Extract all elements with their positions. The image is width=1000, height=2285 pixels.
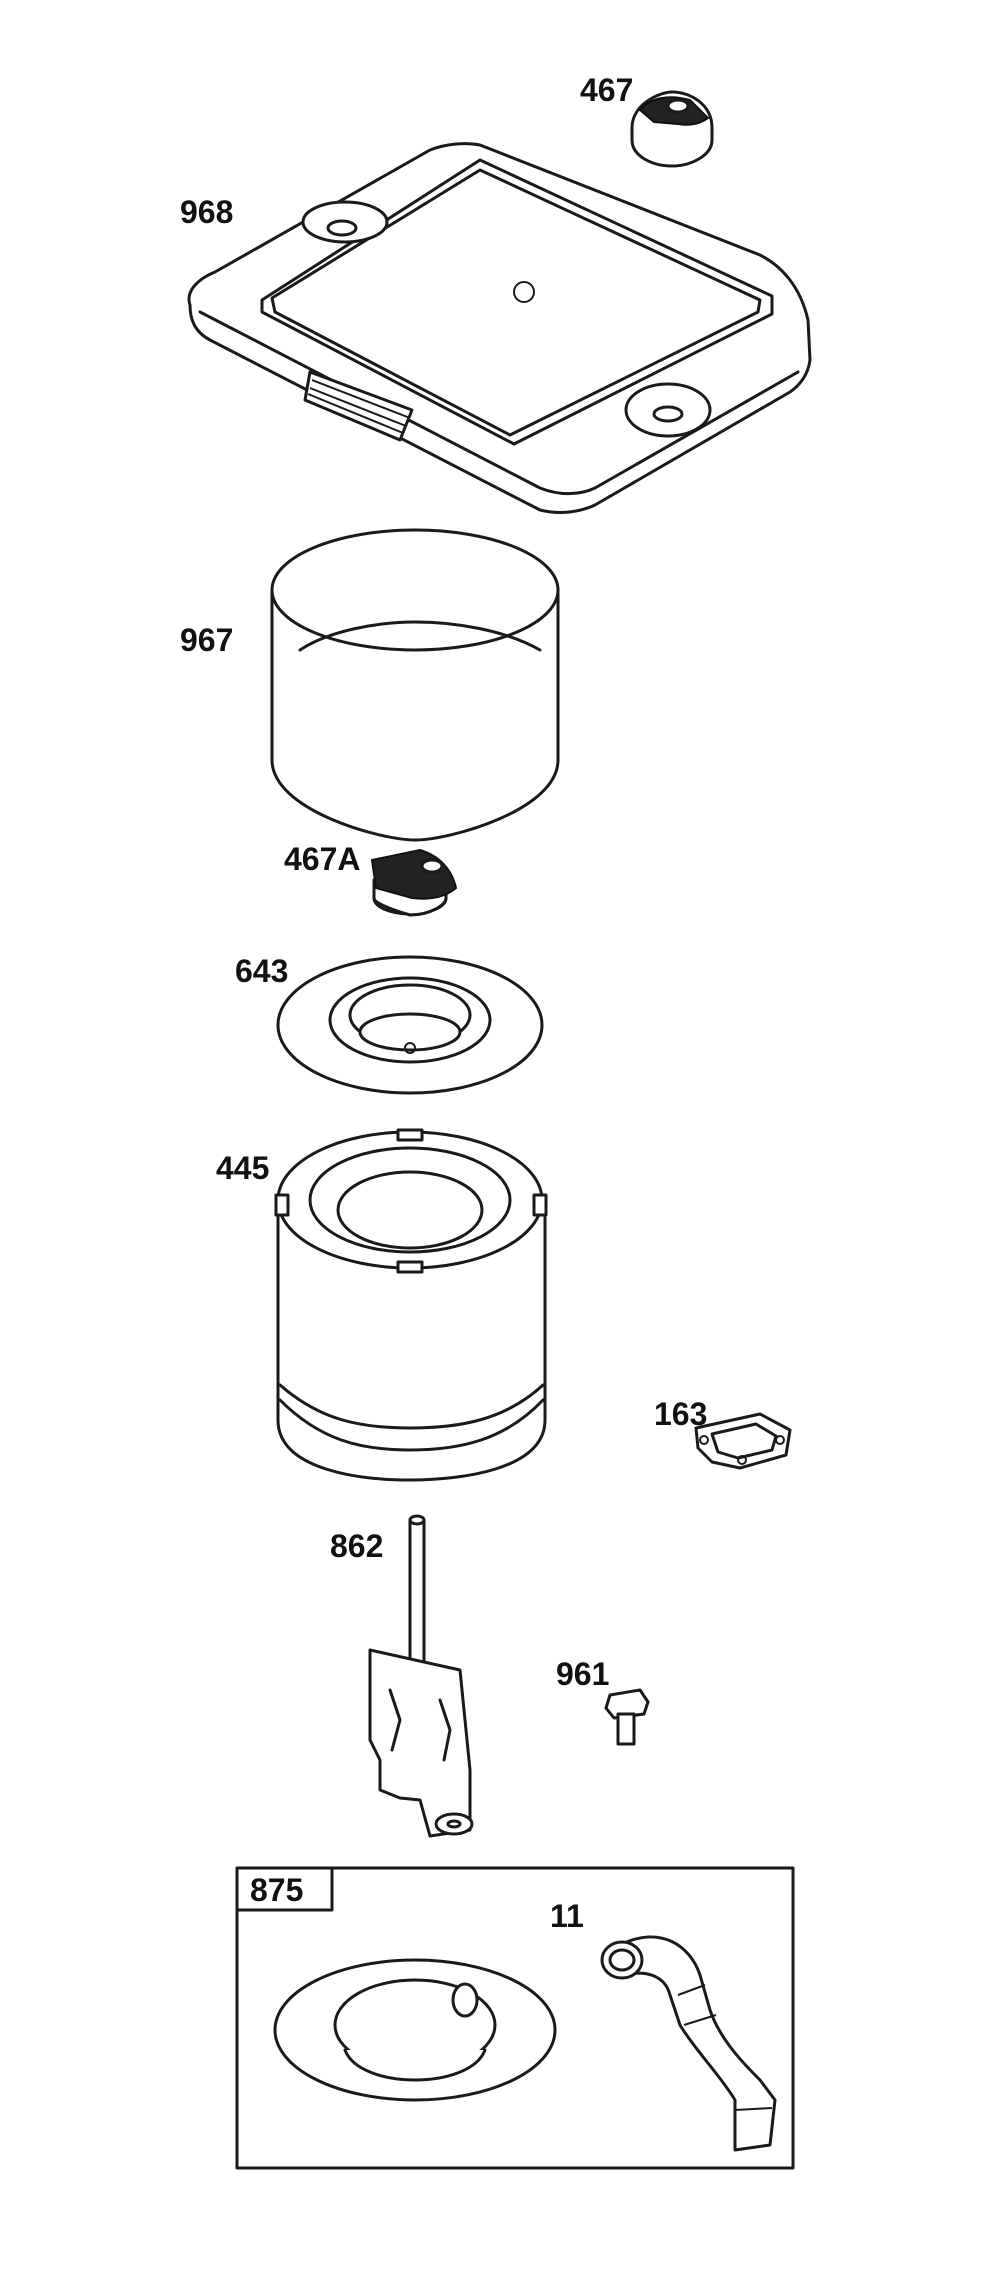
part-967-precleaner [270, 528, 560, 842]
part-445-filter [274, 1128, 548, 1482]
part-862-bracket [368, 1514, 474, 1838]
callout-467: 467 [580, 72, 634, 108]
callout-968: 968 [180, 194, 234, 230]
part-467A-wingnut [370, 848, 458, 917]
callout-445: 445 [216, 1150, 270, 1186]
part-875-adapter [273, 1958, 557, 2102]
part-968-cover [187, 142, 812, 514]
callout-643: 643 [235, 953, 289, 989]
callout-467A: 467A [284, 841, 361, 877]
callout-961: 961 [556, 1656, 610, 1692]
callout-163: 163 [654, 1396, 708, 1432]
part-467-knob [630, 90, 714, 168]
part-961-bolt [604, 1688, 650, 1746]
part-643-plate [276, 955, 544, 1095]
callout-11: 11 [550, 1898, 584, 1934]
callout-875: 875 [250, 1872, 304, 1908]
part-163-gasket [694, 1412, 792, 1470]
part-11-tube [600, 1935, 777, 2152]
kit-875-box [235, 1866, 795, 2170]
callout-967: 967 [180, 622, 234, 658]
cover-vent-louvers [303, 370, 414, 442]
callout-862: 862 [330, 1528, 384, 1564]
